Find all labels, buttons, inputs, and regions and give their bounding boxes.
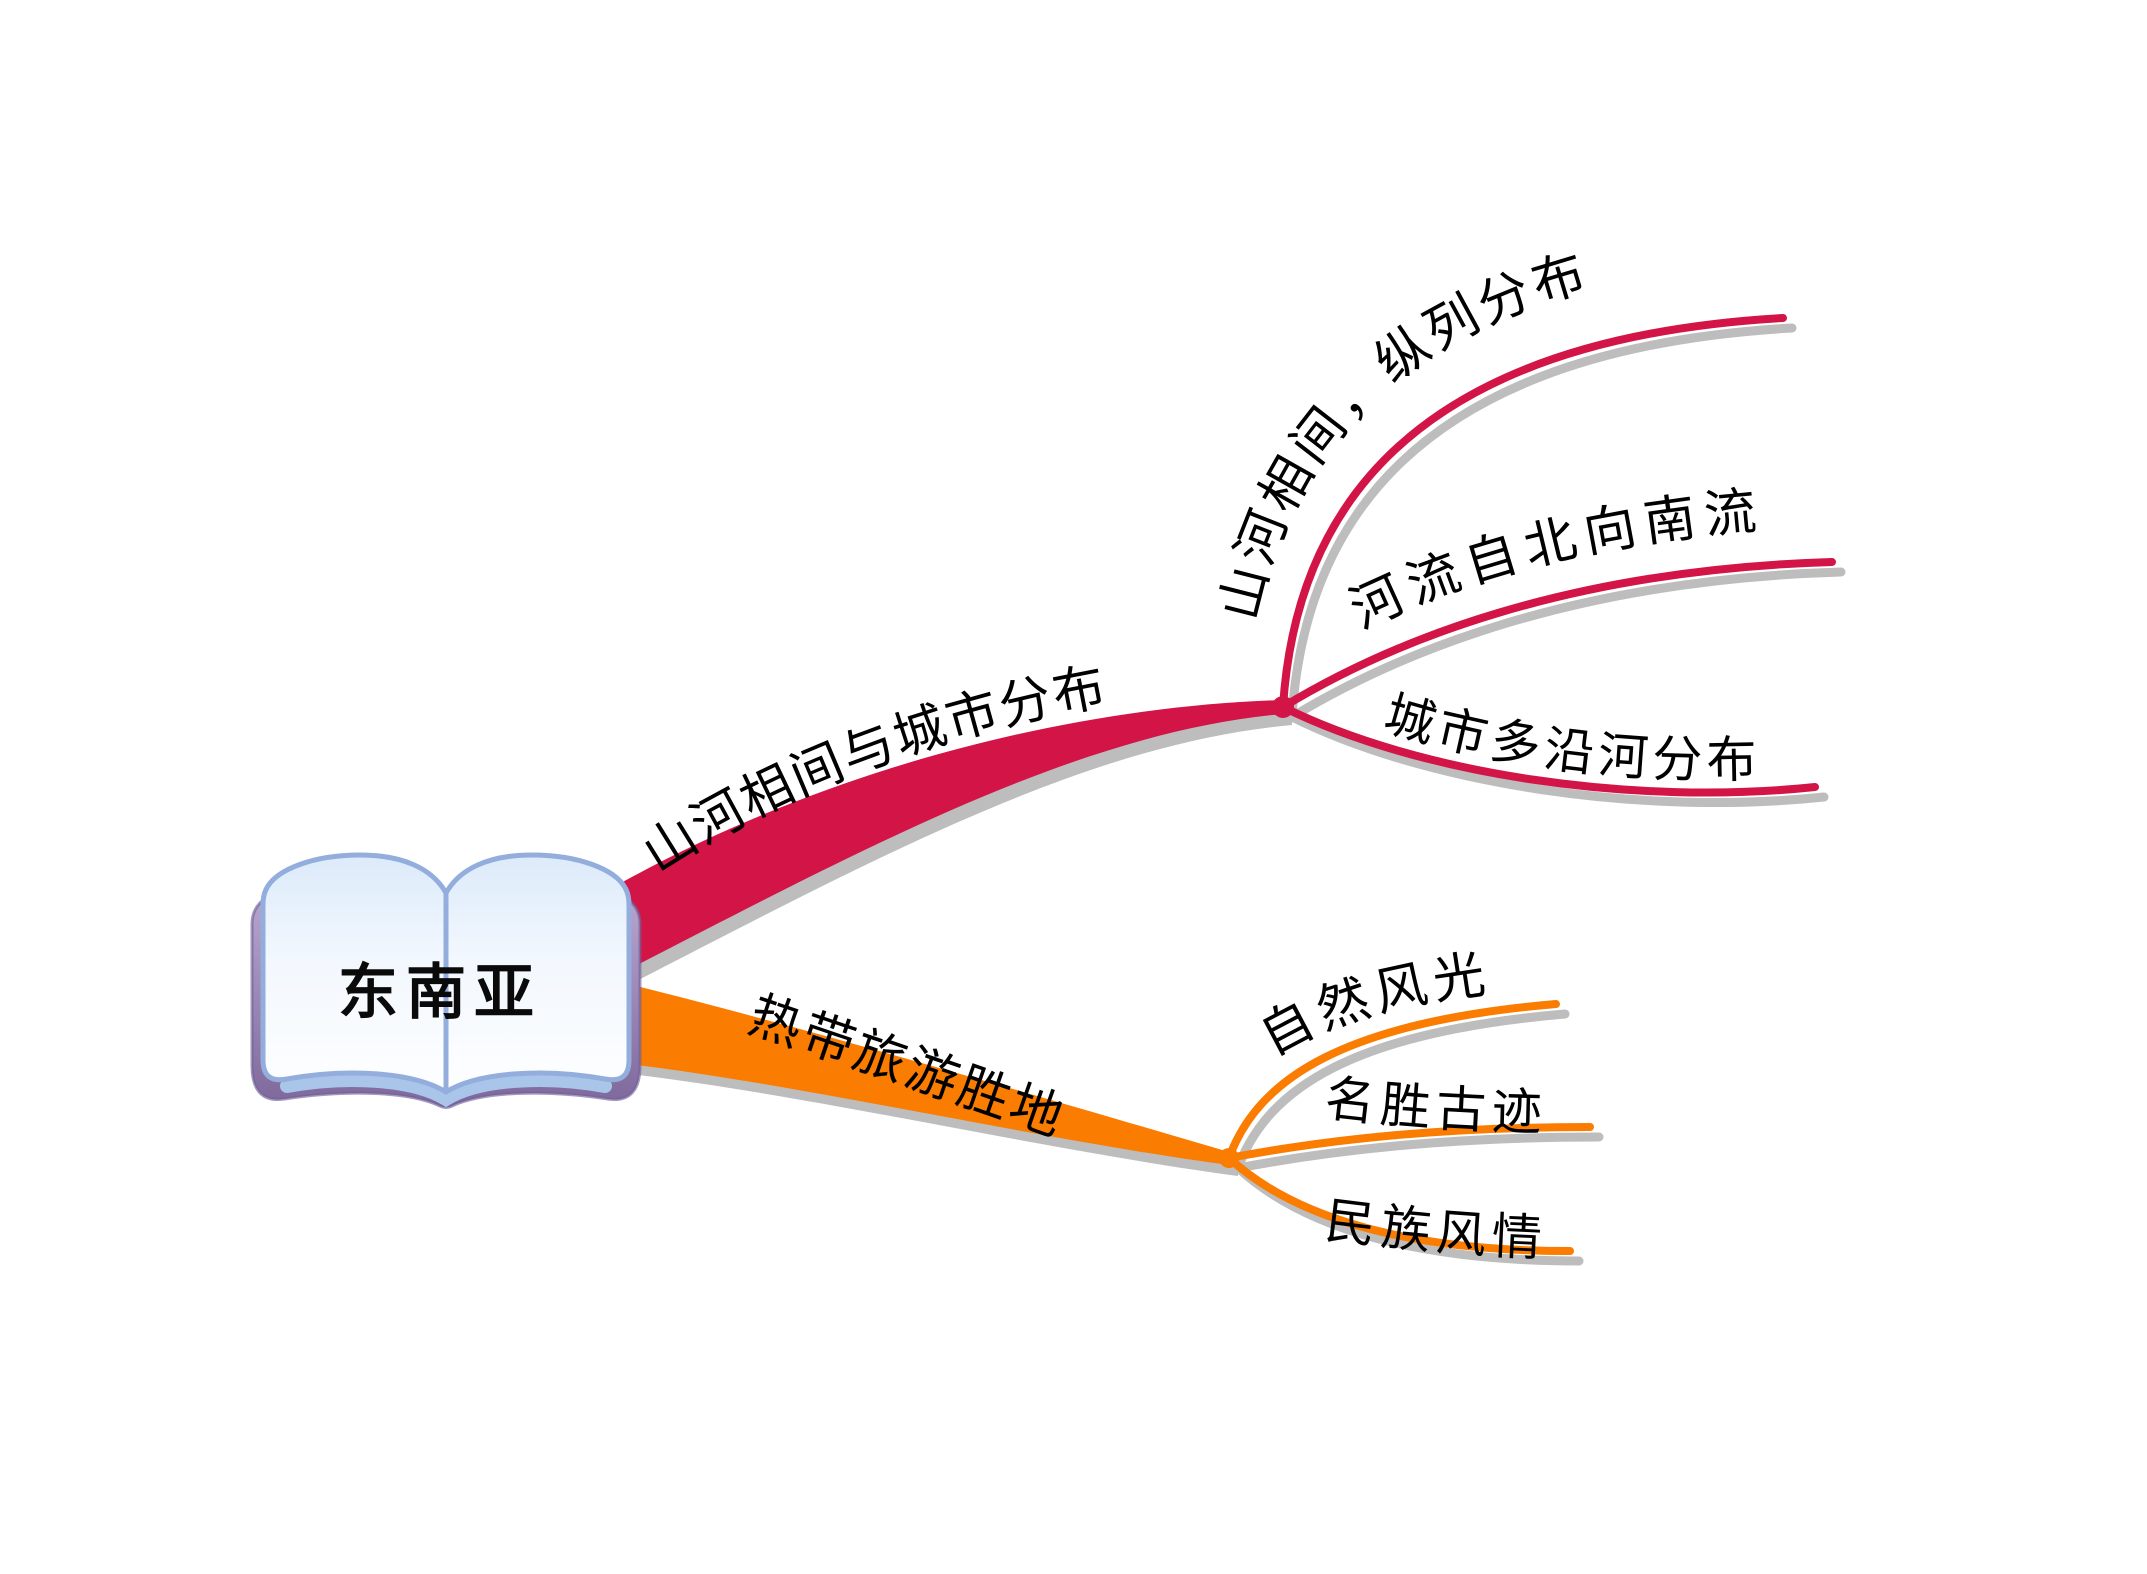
- subtopic-label-text[interactable]: 名胜古迹: [1322, 1070, 1548, 1141]
- subtopic-label-text[interactable]: 民族风情: [1322, 1192, 1549, 1267]
- central-topic-node[interactable]: 东南亚: [250, 852, 642, 1109]
- branch-sub-curve[interactable]: [1225, 1154, 1574, 1255]
- subtopic-label[interactable]: 民族风情: [1322, 1192, 1549, 1267]
- branch-sub-curve[interactable]: [1279, 558, 1836, 711]
- branch-sub-shadow: [1287, 323, 1797, 722]
- branch-tropical-tourism[interactable]: 热带旅游胜地 自然风光 名胜古迹 民族风情: [612, 946, 1604, 1267]
- branch-sub-curve[interactable]: [1279, 314, 1787, 711]
- central-topic-label[interactable]: 东南亚: [338, 960, 542, 1026]
- subtopic-label[interactable]: 名胜古迹: [1322, 1070, 1548, 1141]
- branch-mountains-rivers[interactable]: 山河相间与城市分布 山河相间，纵列分布 河流自北向南流 城市多沿河分布: [612, 244, 1846, 989]
- branch-sub-curve[interactable]: [1225, 1000, 1560, 1162]
- branch-junction-dot: [1272, 696, 1294, 718]
- subtopic-label[interactable]: 河流自北向南流: [1342, 483, 1767, 640]
- book-underpage-band: [280, 1073, 612, 1108]
- branch-sub-shadow: [1287, 567, 1846, 722]
- open-book-icon: [250, 852, 642, 1109]
- branch-sub-curve[interactable]: [1225, 1123, 1594, 1162]
- book-page-right: [443, 852, 632, 1095]
- book-cover-edge: [250, 890, 642, 1109]
- subtopic-label-text[interactable]: 河流自北向南流: [1342, 483, 1767, 640]
- branch-main-curve[interactable]: [612, 700, 1283, 978]
- branch-sub-shadow: [1233, 1132, 1604, 1173]
- branch-sub-shadow: [1287, 712, 1829, 807]
- branch-junction-dot: [1219, 1148, 1239, 1168]
- branch-sub-curve[interactable]: [1279, 703, 1819, 797]
- branch-sub-shadow: [1233, 1009, 1570, 1173]
- book-page-left: [260, 852, 449, 1095]
- branch-main-curve[interactable]: [612, 980, 1229, 1165]
